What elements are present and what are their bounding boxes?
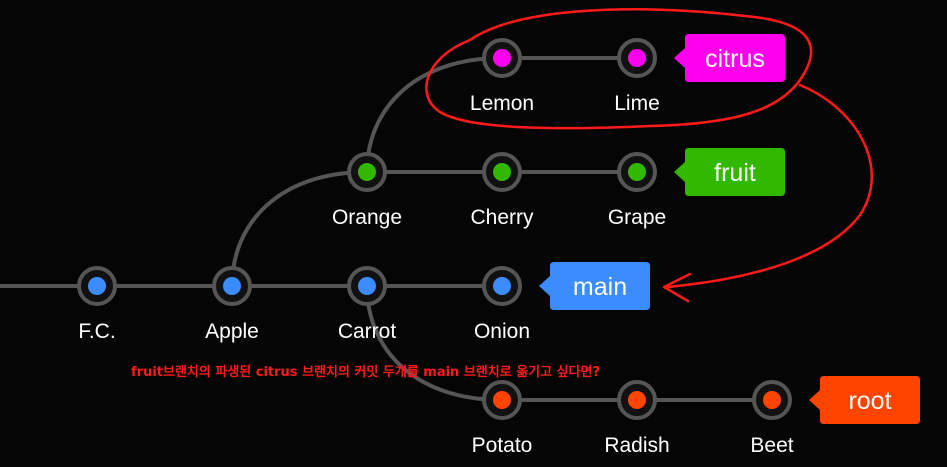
- commit-label: Grape: [608, 206, 666, 229]
- commit-dot: [763, 391, 781, 409]
- commit-dot: [628, 163, 646, 181]
- branch-tag-main: main: [539, 262, 650, 310]
- commit-radish: Radish: [604, 380, 670, 457]
- branch-tag-shape: [809, 376, 920, 424]
- commit-grape: Grape: [608, 152, 666, 229]
- move-arrow: [666, 83, 873, 289]
- commit-nodes: F.C. Apple Carrot Onion Orange Cherry Grape Lem…: [77, 38, 794, 457]
- commit-dot: [493, 49, 511, 67]
- commit-apple: Apple: [205, 266, 259, 343]
- move-arrow-head: [662, 272, 692, 303]
- fork-edge-fruit: [230, 170, 369, 288]
- fork-edge-citrus: [365, 56, 504, 174]
- commit-label: Carrot: [338, 320, 397, 343]
- commit-dot: [493, 163, 511, 181]
- branch-tag-label: fruit: [714, 159, 756, 187]
- branch-tag-shape: [674, 34, 785, 82]
- commit-label: Orange: [332, 206, 402, 229]
- commit-label: Beet: [750, 434, 793, 457]
- commit-label: Lemon: [470, 92, 534, 115]
- commit-dot: [223, 277, 241, 295]
- branch-tag-root: root: [809, 376, 920, 424]
- commit-dot: [88, 277, 106, 295]
- commit-lime: Lime: [614, 38, 660, 115]
- commit-dot: [493, 391, 511, 409]
- commit-cherry: Cherry: [470, 152, 534, 229]
- commit-label: Lime: [614, 92, 660, 115]
- commit-dot: [493, 277, 511, 295]
- branch-tag-label: main: [573, 273, 627, 301]
- commit-dot: [628, 391, 646, 409]
- commit-dot: [358, 163, 376, 181]
- commit-f-c: F.C.: [77, 266, 117, 343]
- commit-onion: Onion: [474, 266, 530, 343]
- commit-label: Cherry: [470, 206, 534, 229]
- commit-label: Onion: [474, 320, 530, 343]
- graph-edges: [0, 56, 774, 402]
- fork-edge-root: [365, 284, 504, 402]
- branch-tag-fruit: fruit: [674, 148, 785, 196]
- commit-label: Potato: [472, 434, 533, 457]
- annotation-scribbles: [425, 8, 873, 303]
- branch-tag-label: citrus: [705, 45, 765, 73]
- commit-potato: Potato: [472, 380, 533, 457]
- commit-label: Radish: [604, 434, 669, 457]
- commit-dot: [628, 49, 646, 67]
- annotation-note: fruit브랜치의 파생된 citrus 브랜치의 커밋 두개를 main 브랜…: [131, 364, 600, 380]
- commit-label: Apple: [205, 320, 259, 343]
- branch-tag-citrus: citrus: [674, 34, 785, 82]
- commit-beet: Beet: [750, 380, 794, 457]
- branch-tag-label: root: [848, 387, 891, 415]
- commit-dot: [358, 277, 376, 295]
- branch-tag-shape: [539, 262, 650, 310]
- highlight-loop: [425, 8, 813, 130]
- commit-lemon: Lemon: [470, 38, 534, 115]
- commit-carrot: Carrot: [338, 266, 397, 343]
- commit-label: F.C.: [78, 320, 115, 343]
- commit-orange: Orange: [332, 152, 402, 229]
- branch-tag-shape: [674, 148, 785, 196]
- branch-tags: main fruit citrus root: [539, 34, 920, 424]
